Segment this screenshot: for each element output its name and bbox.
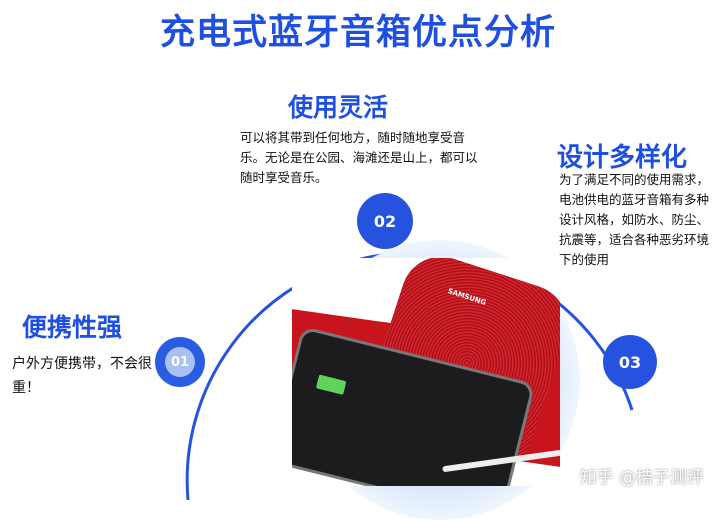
point-2-heading: 使用灵活 <box>288 93 389 122</box>
watermark: 知乎 @桔子测评 <box>579 468 704 488</box>
badge-number: 01 <box>165 347 195 377</box>
badge-03: 03 <box>603 335 657 389</box>
point-2-body: 可以将其带到任何地方，随时随地享受音乐。无论是在公园、海滩还是山上，都可以随时享… <box>240 130 478 185</box>
point-1-body: 户外方便携带，不会很重！ <box>12 356 152 396</box>
battery-icon <box>315 374 347 395</box>
arc-connector <box>185 250 634 500</box>
point-1-heading: 便携性强 <box>22 313 123 342</box>
point-3-heading: 设计多样化 <box>557 143 688 173</box>
point-3-body: 为了满足不同的使用需求，电池供电的蓝牙音箱有多种设计风格，如防水、防尘、抗震等，… <box>559 172 710 267</box>
page-title: 充电式蓝牙音箱优点分析 <box>159 13 556 53</box>
product-photo: SAMSUNG <box>292 258 560 486</box>
badge-02: 02 <box>357 193 413 249</box>
badge-01: 01 <box>155 337 205 387</box>
